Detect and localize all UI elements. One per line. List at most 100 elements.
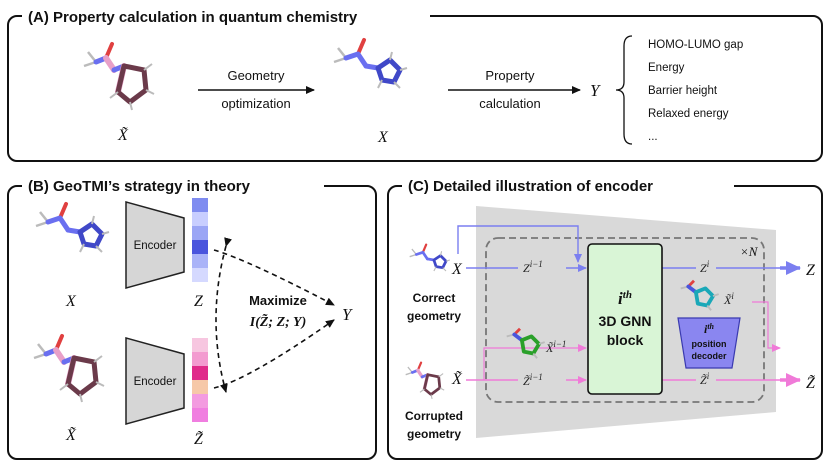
label-x-tilde-prev: X̃i−1 [545, 339, 566, 355]
label-out-z: Z [806, 262, 816, 279]
latent-cell [192, 394, 208, 408]
latent-cell [192, 338, 208, 352]
property-brace [615, 35, 633, 145]
encoder-top-label: Encoder [134, 240, 177, 252]
molecule-correct [408, 243, 452, 273]
decoder-index-label: ith [704, 322, 715, 336]
latent-cell [192, 408, 208, 422]
property-item: Barrier height [648, 85, 718, 97]
label-z-i-sup: i [707, 259, 710, 269]
label-z-prev: Zi−1 [523, 259, 543, 275]
correct-label-line1: Correct [413, 291, 456, 305]
label-x-tilde-i: X̃i [723, 291, 734, 307]
label-x-tilde-a: X̃ [117, 126, 129, 144]
property-item: Energy [648, 62, 685, 74]
decoder-index-sup: th [707, 322, 714, 331]
dashed-arrow-z-tilde-to-y [213, 319, 335, 389]
geometry-opt-line2: optimization [221, 96, 290, 111]
position-decoder [677, 317, 741, 369]
gnn-line3: block [607, 332, 644, 348]
panel-a-title-bg [22, 4, 430, 28]
latent-cell [192, 380, 208, 394]
panel-b-title-bg [22, 173, 324, 197]
times-n-label: ×N [740, 244, 759, 259]
label-x-tilde-c: X̃ [451, 370, 463, 388]
latent-cell [192, 254, 208, 268]
correct-label-line2: geometry [407, 309, 461, 323]
label-x-a: X [377, 129, 389, 146]
latent-cell [192, 352, 208, 366]
label-z-tilde-i-base: Z̃ [700, 373, 707, 387]
decoder-line3: decoder [691, 351, 727, 361]
decoder-index-base: i [704, 322, 708, 336]
gnn-index-base: i [618, 289, 623, 308]
pink-decoder-output-arrow [752, 301, 781, 352]
label-z-prev-sup: i−1 [530, 259, 543, 269]
property-item: ... [648, 131, 658, 143]
z-tilde-prev-bg [518, 371, 566, 388]
label-x-tilde-b: X̃ [65, 426, 77, 444]
panel-c-title: (C) Detailed illustration of encoder [408, 178, 653, 195]
latent-cell [192, 240, 208, 254]
encoder-bottom [125, 337, 185, 425]
label-z-tilde-b: Z̃ [194, 430, 204, 448]
label-out-z-tilde: Z̃ [806, 374, 816, 392]
label-y-b: Y [342, 305, 353, 324]
label-z-tilde-i-sup: i [707, 371, 710, 381]
molecule-x-tilde-a [84, 44, 154, 110]
corrupted-label-line1: Corrupted [405, 409, 463, 423]
label-x-b: X [65, 293, 77, 310]
latent-cell [192, 268, 208, 282]
gnn-line2: 3D GNN [599, 313, 652, 329]
label-x-tilde-i-sup: i [731, 291, 734, 301]
molecule-x-a [334, 40, 407, 88]
encoder-top [125, 201, 185, 289]
label-z-prev-base: Z [523, 261, 530, 275]
pink-position-arrow [483, 344, 587, 380]
latent-cell [192, 366, 208, 380]
objective-label: I(Z̃; Z; Y) [249, 312, 307, 330]
label-x-tilde-i-base: X̃ [723, 293, 732, 307]
z-prev-bg [518, 259, 566, 275]
property-item: Relaxed energy [648, 108, 729, 120]
latent-vector-z-tilde [192, 338, 208, 422]
panel-a-title: (A) Property calculation in quantum chem… [28, 9, 358, 26]
property-calc-line2: calculation [479, 96, 540, 111]
label-z-tilde-prev-sup: i−1 [530, 372, 543, 382]
property-list: HOMO-LUMO gap Energy Barrier height Rela… [648, 39, 743, 143]
latent-cell [192, 198, 208, 212]
maximize-label: Maximize [249, 293, 307, 308]
corrupted-label-line2: geometry [407, 427, 461, 441]
gnn-index-sup: th [623, 289, 632, 301]
label-z-tilde-i: Z̃i [700, 371, 710, 387]
panel-c-title-bg [402, 173, 734, 197]
dashed-arrow-z-z-tilde [215, 237, 232, 393]
label-x-tilde-prev-base: X̃ [545, 341, 554, 355]
panel-b-title: (B) GeoTMI’s strategy in theory [28, 178, 251, 195]
encoder-bottom-label: Encoder [134, 376, 177, 388]
molecule-corrupted [404, 360, 446, 401]
label-x-tilde-prev-sup: i−1 [553, 339, 566, 349]
molecule-x-b [36, 204, 109, 252]
decoder-line2: position [692, 339, 727, 349]
label-z-i: Zi [700, 259, 710, 275]
latent-vector-z [192, 198, 208, 282]
z-tilde-i-bg [696, 370, 716, 387]
gnn-index-label: ith [618, 289, 632, 308]
latent-cell [192, 226, 208, 240]
property-calc-line1: Property [485, 68, 535, 83]
dashed-arrow-z-to-y [213, 249, 335, 306]
z-i-bg [696, 259, 716, 275]
latent-cell [192, 212, 208, 226]
label-y-a: Y [590, 81, 601, 100]
label-z-tilde-prev-base: Z̃ [523, 374, 530, 388]
gnn-block [587, 243, 663, 395]
label-x-c: X [451, 261, 463, 278]
geometry-opt-line1: Geometry [227, 68, 285, 83]
label-z-i-base: Z [700, 261, 707, 275]
property-item: HOMO-LUMO gap [648, 39, 743, 51]
blue-skip-arrow [457, 225, 582, 263]
molecule-x-tilde-b [34, 336, 104, 402]
label-z-tilde-prev: Z̃i−1 [523, 372, 543, 388]
repeat-block-dashed [485, 237, 765, 403]
